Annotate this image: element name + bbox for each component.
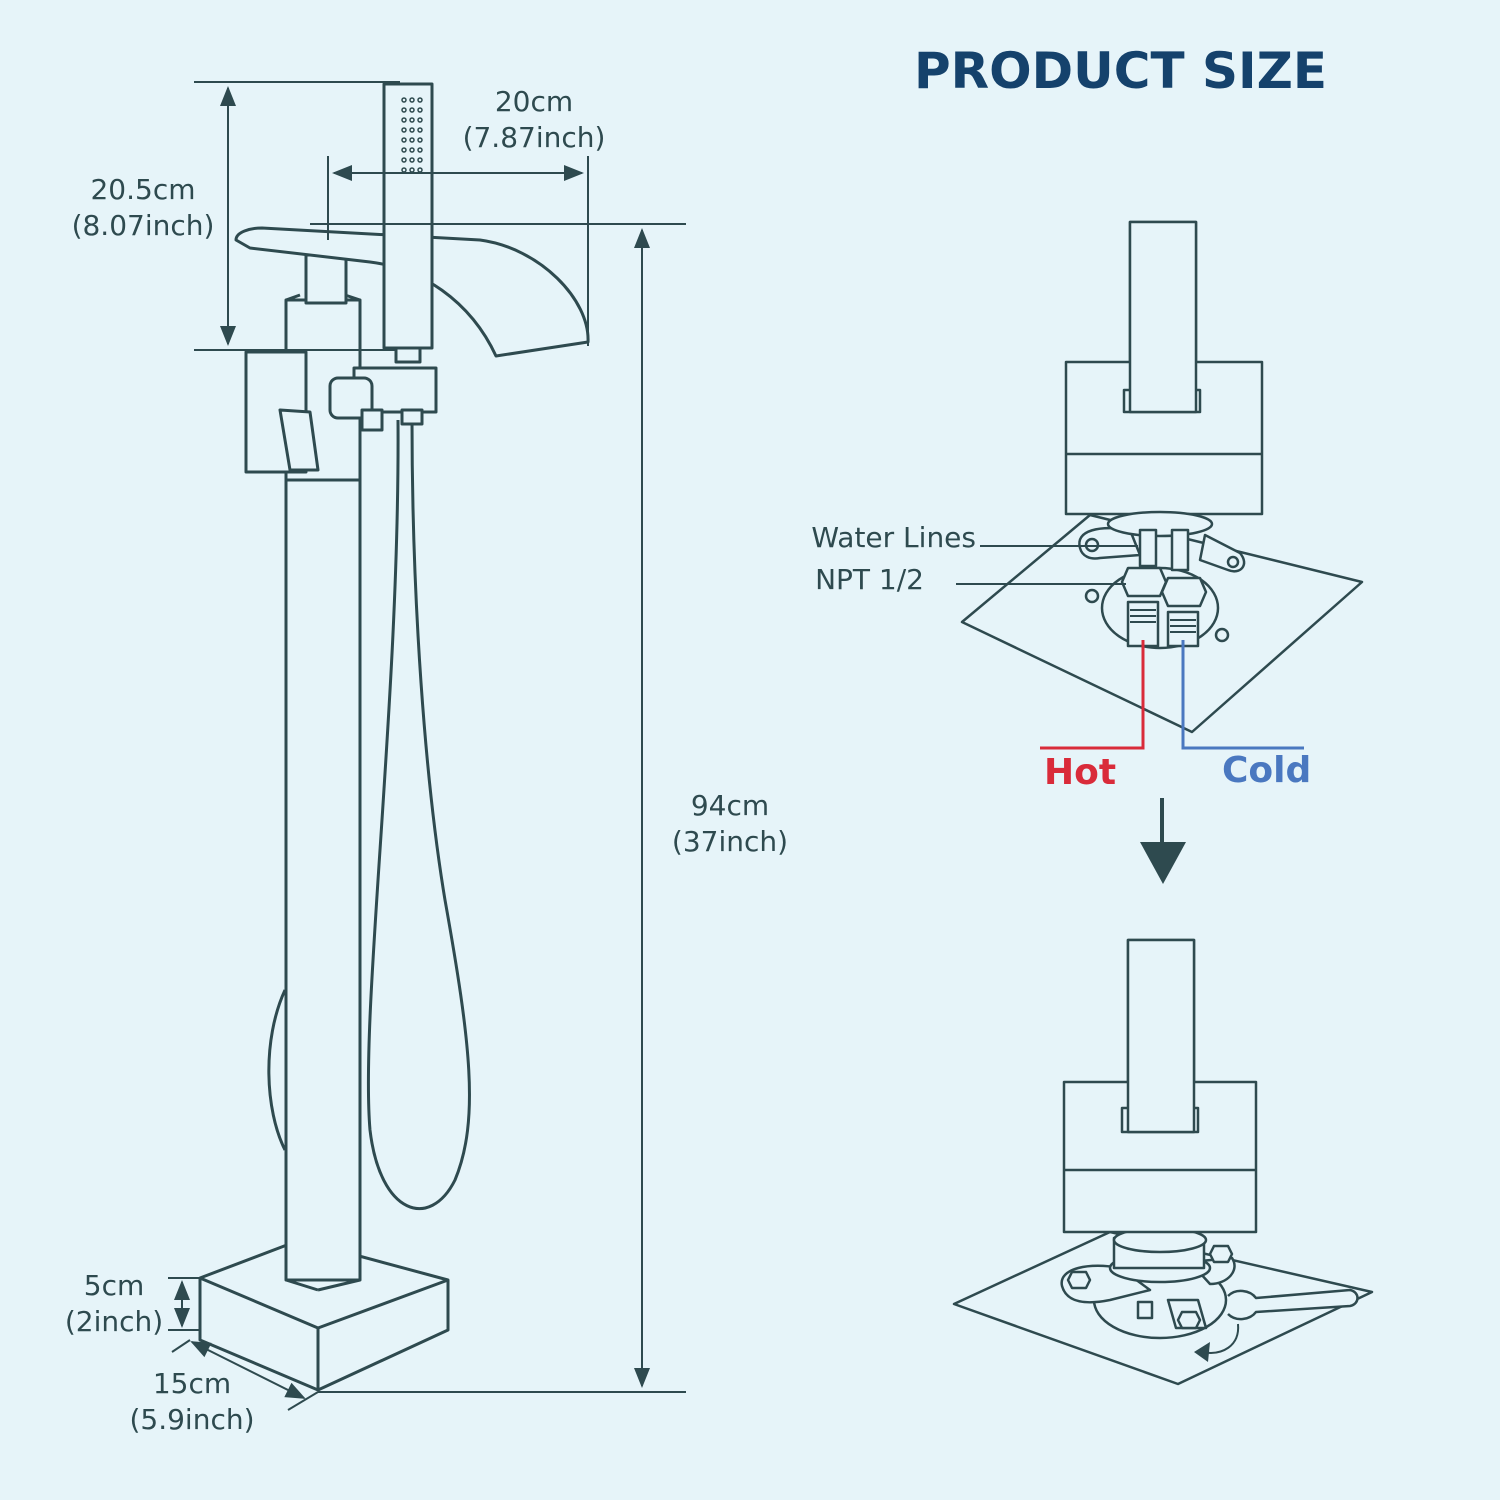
water-lines-label: Water Lines [811, 521, 976, 554]
wrench [1227, 1288, 1359, 1321]
hand-shower [382, 82, 434, 350]
dim-metric: 20cm [494, 85, 574, 118]
dim-total-height: 94cm (37inch) [660, 788, 800, 860]
hose [366, 419, 471, 1210]
dim-imperial: (37inch) [671, 825, 789, 858]
dim-metric: 94cm [690, 789, 770, 822]
dim-metric: 15cm [152, 1367, 232, 1400]
faucet-drawing [198, 82, 590, 1392]
cold-label: Cold [1222, 750, 1312, 791]
dim-imperial: (8.07inch) [71, 209, 215, 242]
hot-label: Hot [1044, 752, 1117, 793]
dim-imperial: (7.87inch) [462, 121, 606, 154]
threads [1130, 609, 1196, 633]
faucet-column [284, 468, 362, 1282]
dim-metric: 5cm [83, 1269, 145, 1302]
install-step-tighten [952, 938, 1374, 1386]
dim-hand-shower-width: 20cm (7.87inch) [454, 84, 614, 156]
dim-base-height: 5cm (2inch) [52, 1268, 176, 1340]
dim-imperial: (2inch) [64, 1305, 164, 1338]
npt-label: NPT 1/2 [815, 563, 924, 596]
page-title: PRODUCT SIZE [914, 42, 1327, 100]
hose-back [267, 989, 287, 1151]
dim-metric: 20.5cm [90, 173, 196, 206]
dim-base-width: 15cm (5.9inch) [120, 1366, 264, 1438]
dimension-lines [168, 81, 686, 1411]
install-step-connect [960, 220, 1364, 734]
dim-spout-height: 20.5cm (8.07inch) [62, 172, 224, 244]
leader-lines [956, 545, 1138, 585]
step-arrow [1140, 798, 1186, 884]
cold-pipe [1181, 640, 1304, 750]
hot-pipe [1040, 640, 1145, 750]
dim-imperial: (5.9inch) [129, 1403, 255, 1436]
